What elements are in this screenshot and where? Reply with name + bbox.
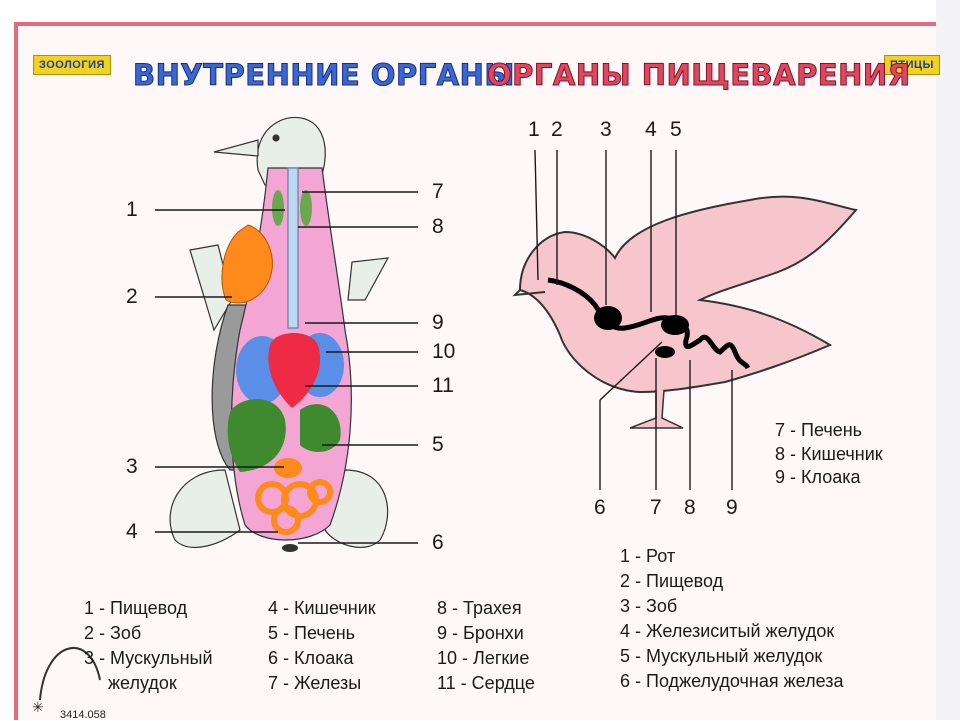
legend-1: 1 - Пищевод (84, 598, 188, 618)
corner-star-icon: ✳ (32, 699, 44, 715)
right-number-1: 1 (528, 118, 540, 141)
gizzard-right (661, 315, 689, 335)
right-number-9: 9 (726, 496, 738, 519)
trachea-organ (287, 167, 299, 329)
legend-4: 4 - Кишечник (268, 598, 376, 618)
legend-2: 2 - Зоб (84, 623, 142, 643)
left-number-9: 9 (432, 311, 444, 334)
legend-5: 5 - Печень (268, 623, 356, 643)
heart-organ (268, 332, 321, 408)
side-legend-7: 7 - Печень (775, 420, 863, 440)
topic-tag: ПТИЦЫ (884, 55, 940, 75)
digestion-legend-3: 3 - Зоб (620, 596, 678, 616)
digestion-legend-2: 2 - Пищевод (620, 571, 724, 591)
legend-11: 11 - Сердце (437, 673, 535, 693)
legend-6: 6 - Клоака (268, 648, 354, 668)
poster-frame (14, 22, 944, 720)
right-number-8: 8 (684, 496, 696, 519)
bird-beak-right (512, 289, 546, 297)
bird-eye (272, 134, 280, 142)
left-number-7: 7 (432, 180, 444, 203)
bird-silhouette (518, 195, 858, 394)
side-legend-8: 8 - Кишечник (775, 444, 883, 464)
liver-right (655, 346, 675, 358)
right-number-2: 2 (551, 118, 563, 141)
digestion-legend-4: 4 - Железиситый желудок (620, 621, 835, 641)
digestion-legend-6: 6 - Поджелудочная железа (620, 671, 844, 691)
right-number-5: 5 (670, 118, 682, 141)
intestine-coils (255, 479, 333, 535)
catalog-code: 3414.058 (60, 709, 106, 721)
left-number-5: 5 (432, 433, 444, 456)
page-edge (936, 0, 960, 720)
left-number-1: 1 (126, 198, 138, 221)
gland-right (300, 190, 312, 226)
legend-10: 10 - Легкие (437, 648, 530, 668)
left-number-10: 10 (432, 340, 456, 363)
legend-8: 8 - Трахея (437, 598, 522, 618)
digestion-legend-5: 5 - Мускульный желудок (620, 646, 823, 666)
bird-beak (213, 139, 259, 157)
liver-right-lobe (300, 404, 341, 452)
legend-3: 3 - Мускульный (84, 648, 213, 668)
legend-3-continued: желудок (108, 673, 177, 693)
left-number-4: 4 (126, 520, 138, 543)
left-number-6: 6 (432, 531, 444, 554)
digestion-legend-1: 1 - Рот (620, 546, 676, 566)
side-legend-9: 9 - Клоака (775, 467, 861, 487)
left-number-2: 2 (126, 285, 138, 308)
legend-7: 7 - Железы (268, 673, 362, 693)
left-leg-outline (169, 469, 241, 549)
right-number-6: 6 (594, 496, 606, 519)
liver-left-lobe (227, 399, 286, 472)
left-number-8: 8 (432, 215, 444, 238)
corner-arc (39, 647, 101, 701)
crop-organ (221, 224, 273, 304)
cloaca-organ (282, 544, 298, 552)
left-number-3: 3 (126, 455, 138, 478)
gizzard-organ (274, 458, 302, 478)
legend-9: 9 - Бронхи (437, 623, 524, 643)
title-internal-organs: ВНУТРЕННИЕ ОРГАНЫ (133, 58, 515, 93)
title-digestive-organs: ОРГАНЫ ПИЩЕВАРЕНИЯ (487, 58, 911, 93)
right-leader-lines (534, 149, 733, 490)
right-wing-stub (347, 257, 390, 301)
subject-tag: ЗООЛОГИЯ (33, 55, 111, 75)
gland-left (272, 190, 284, 226)
left-number-11: 11 (432, 374, 454, 397)
crop-right (594, 306, 622, 330)
left-leader-lines (155, 191, 418, 544)
right-number-7: 7 (650, 496, 662, 519)
right-number-4: 4 (645, 118, 657, 141)
right-number-3: 3 (600, 118, 612, 141)
